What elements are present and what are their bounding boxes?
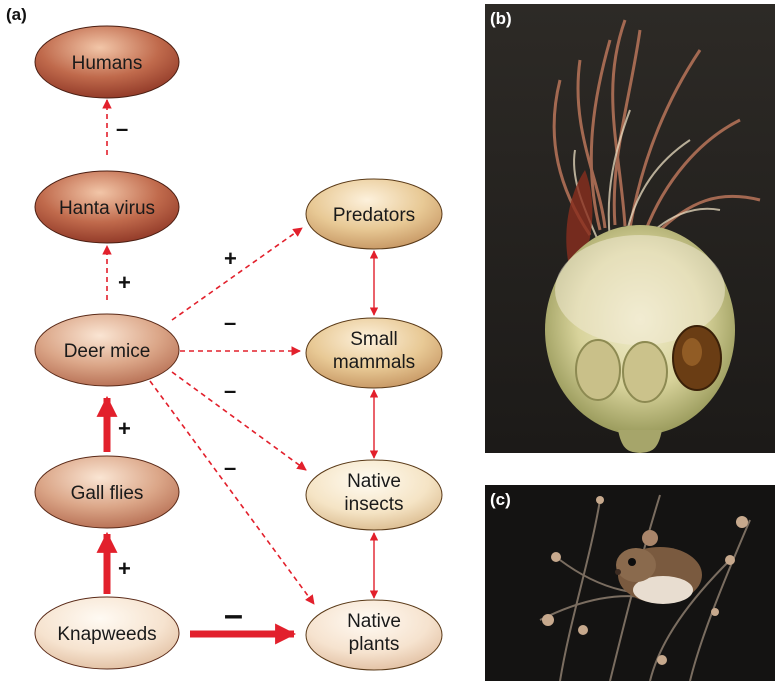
node-label-native-plants-line1: Native — [347, 611, 401, 632]
node-label-gall-flies: Gall flies — [71, 483, 144, 504]
node-label-deer-mice: Deer mice — [64, 341, 151, 362]
panel-label-a: (a) — [6, 5, 27, 24]
edge-deer-to-predators — [172, 228, 302, 320]
node-label-native-insects-line2: insects — [344, 494, 403, 515]
sign-deer-to-hanta: + — [118, 270, 131, 295]
sign-deer-to-native-plants: – — [224, 455, 236, 480]
node-knapweeds: Knapweeds — [35, 597, 179, 669]
node-small-mammals: Small mammals — [306, 318, 442, 388]
node-label-hanta-virus: Hanta virus — [59, 198, 155, 219]
node-label-native-plants-line2: plants — [349, 634, 400, 655]
photo-c-deer-mouse: (c) — [485, 485, 775, 681]
node-deer-mice: Deer mice — [35, 314, 179, 386]
sign-deer-to-small-mammals: – — [224, 310, 236, 335]
node-gall-flies: Gall flies — [35, 456, 179, 528]
node-label-knapweeds: Knapweeds — [57, 624, 156, 645]
node-humans: Humans — [35, 26, 179, 98]
node-label-humans: Humans — [72, 53, 143, 74]
edge-deer-to-native-insects — [172, 372, 306, 470]
sign-deer-to-predators: + — [224, 246, 237, 271]
node-native-plants: Native plants — [306, 600, 442, 670]
node-label-small-mammals-line1: Small — [350, 329, 398, 350]
sign-knap-to-gall: + — [118, 556, 131, 581]
node-label-native-insects-line1: Native — [347, 471, 401, 492]
panel-label-c: (c) — [490, 490, 511, 509]
sign-gall-to-deer: + — [118, 416, 131, 441]
sign-deer-to-native-insects: – — [224, 378, 236, 403]
node-native-insects: Native insects — [306, 460, 442, 530]
panel-label-b: (b) — [490, 9, 512, 28]
node-predators: Predators — [306, 179, 442, 249]
node-hanta-virus: Hanta virus — [35, 171, 179, 243]
node-label-predators: Predators — [333, 205, 415, 226]
sign-hanta-to-humans: – — [116, 116, 128, 141]
sign-knap-to-native-plants: – — [224, 596, 243, 634]
photo-b-gall-cross-section: (b) — [485, 4, 775, 453]
node-label-small-mammals-line2: mammals — [333, 352, 415, 373]
